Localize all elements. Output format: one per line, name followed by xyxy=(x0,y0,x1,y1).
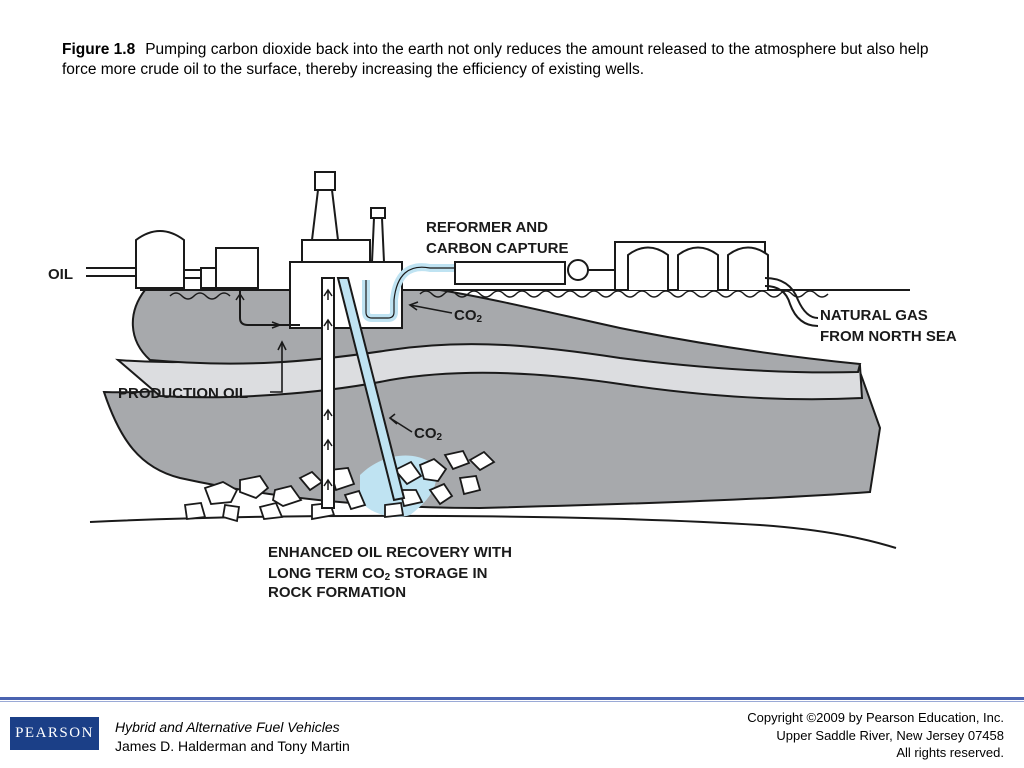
production-oil-label: PRODUCTION OIL xyxy=(118,385,248,402)
book-credit: Hybrid and Alternative Fuel Vehicles Jam… xyxy=(115,718,350,756)
natural-gas-label-line2: FROM NORTH SEA xyxy=(820,328,957,345)
reformer-label-line1: REFORMER AND xyxy=(426,219,548,236)
eor-label-line3: ROCK FORMATION xyxy=(268,584,406,601)
eor-label-line1: ENHANCED OIL RECOVERY WITH xyxy=(268,544,512,561)
reformer-label-line2: CARBON CAPTURE xyxy=(426,240,569,257)
eor-label-line2: LONG TERM CO2 STORAGE IN xyxy=(268,565,487,583)
oil-label: OIL xyxy=(48,266,73,283)
label-arrows xyxy=(270,301,453,433)
gas-processing-tanks xyxy=(614,241,769,291)
oil-recovery-diagram: OIL REFORMER AND CARBON CAPTURE CO2 NATU… xyxy=(48,171,957,601)
copyright-line-3: All rights reserved. xyxy=(896,745,1004,760)
production-oil-line xyxy=(239,288,300,326)
reformer-vessel xyxy=(454,259,615,285)
co2-surface-label: CO2 xyxy=(454,307,483,325)
natural-gas-label-line1: NATURAL GAS xyxy=(820,307,928,324)
oil-storage-tank xyxy=(135,230,259,289)
co2-injection-label: CO2 xyxy=(414,425,443,443)
co2-injection-pipe xyxy=(336,277,406,502)
copyright-line-2: Upper Saddle River, New Jersey 07458 xyxy=(776,727,1004,743)
natural-gas-pipeline xyxy=(764,277,819,327)
bedrock-line xyxy=(89,514,897,549)
figure-caption-text: Pumping carbon dioxide back into the ear… xyxy=(62,41,929,78)
rock-fragments xyxy=(183,449,496,523)
sea-waves xyxy=(169,290,829,300)
publisher-logo: PEARSON xyxy=(10,717,99,750)
production-well-pipe xyxy=(321,277,335,509)
book-title: Hybrid and Alternative Fuel Vehicles xyxy=(115,719,340,735)
figure-label: Figure 1.8 xyxy=(62,41,136,58)
book-authors: James D. Halderman and Tony Martin xyxy=(115,738,350,754)
footer-divider-thin xyxy=(0,701,1024,702)
copyright-line-1: Copyright ©2009 by Pearson Education, In… xyxy=(747,710,1004,725)
oil-pipeline xyxy=(86,267,201,279)
copyright-notice: Copyright ©2009 by Pearson Education, In… xyxy=(747,709,1004,762)
footer-divider xyxy=(0,697,1024,700)
